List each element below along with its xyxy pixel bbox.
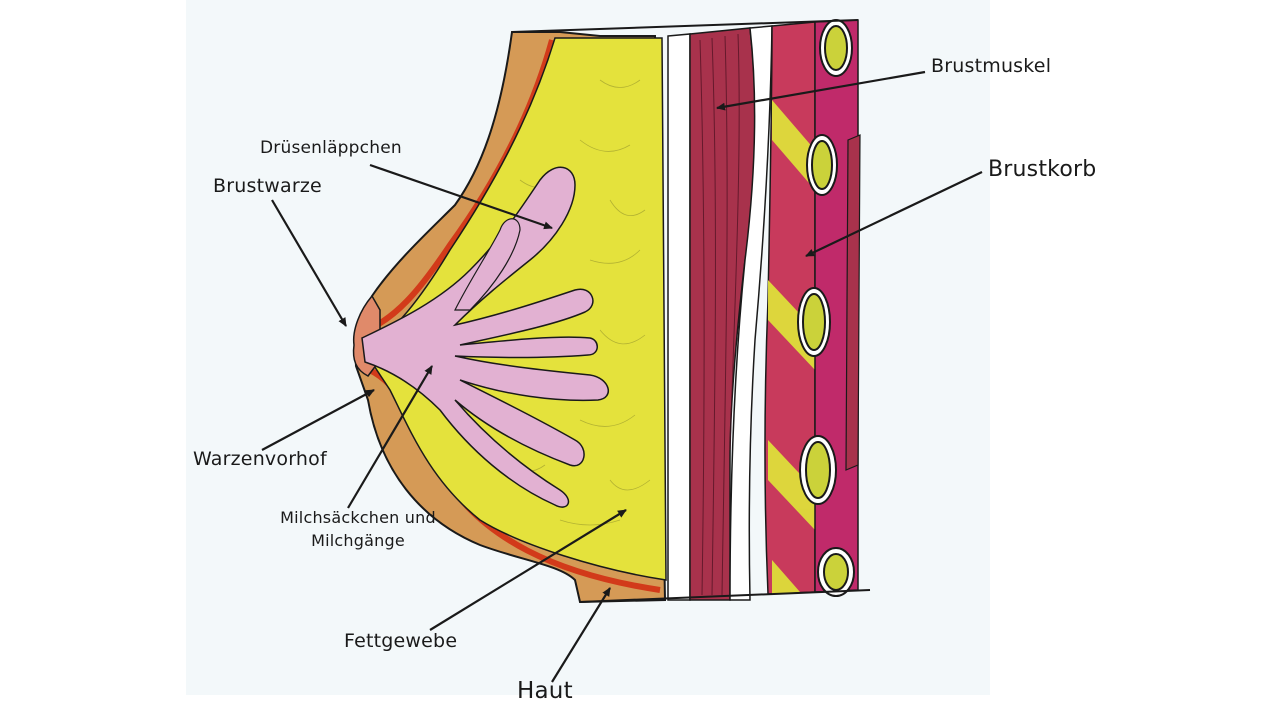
label-milch-line2: Milchgänge [311, 531, 405, 550]
label-brustmuskel: Brustmuskel [931, 55, 1052, 77]
rib-bone-stripes [768, 100, 815, 594]
arrow-fettgewebe [429, 509, 627, 631]
white-band-outer [667, 33, 691, 601]
arrow-brustkorb [805, 171, 983, 257]
arrow-druesenlaeppchen [369, 163, 553, 230]
glandular-lobules [361, 166, 609, 508]
arrow-haut [551, 587, 611, 683]
label-brustkorb: Brustkorb [988, 157, 1097, 182]
label-brustwarze: Brustwarze [213, 175, 322, 197]
arrow-warzenvorhof [261, 389, 375, 451]
label-milchsaeckchen: Milchsäckchen und Milchgänge [245, 506, 471, 552]
subcutaneous-line-upper [360, 39, 555, 335]
lobule-upper [454, 218, 521, 311]
top-edge [511, 19, 859, 33]
label-druesenlaeppchen: Drüsenläppchen [260, 138, 402, 158]
rib-cross-sections [797, 19, 855, 597]
outer-muscle-strip [845, 134, 861, 471]
bottom-edge [579, 589, 871, 603]
arrow-milch [347, 365, 433, 509]
arrow-brustwarze [271, 199, 347, 327]
label-haut: Haut [517, 678, 573, 704]
label-warzenvorhof: Warzenvorhof [193, 448, 327, 470]
label-fettgewebe: Fettgewebe [344, 630, 458, 652]
label-milch-line1: Milchsäckchen und [280, 508, 436, 527]
label-arrows [261, 70, 983, 683]
arrow-brustmuskel [716, 70, 926, 111]
white-band-inner [729, 25, 773, 601]
